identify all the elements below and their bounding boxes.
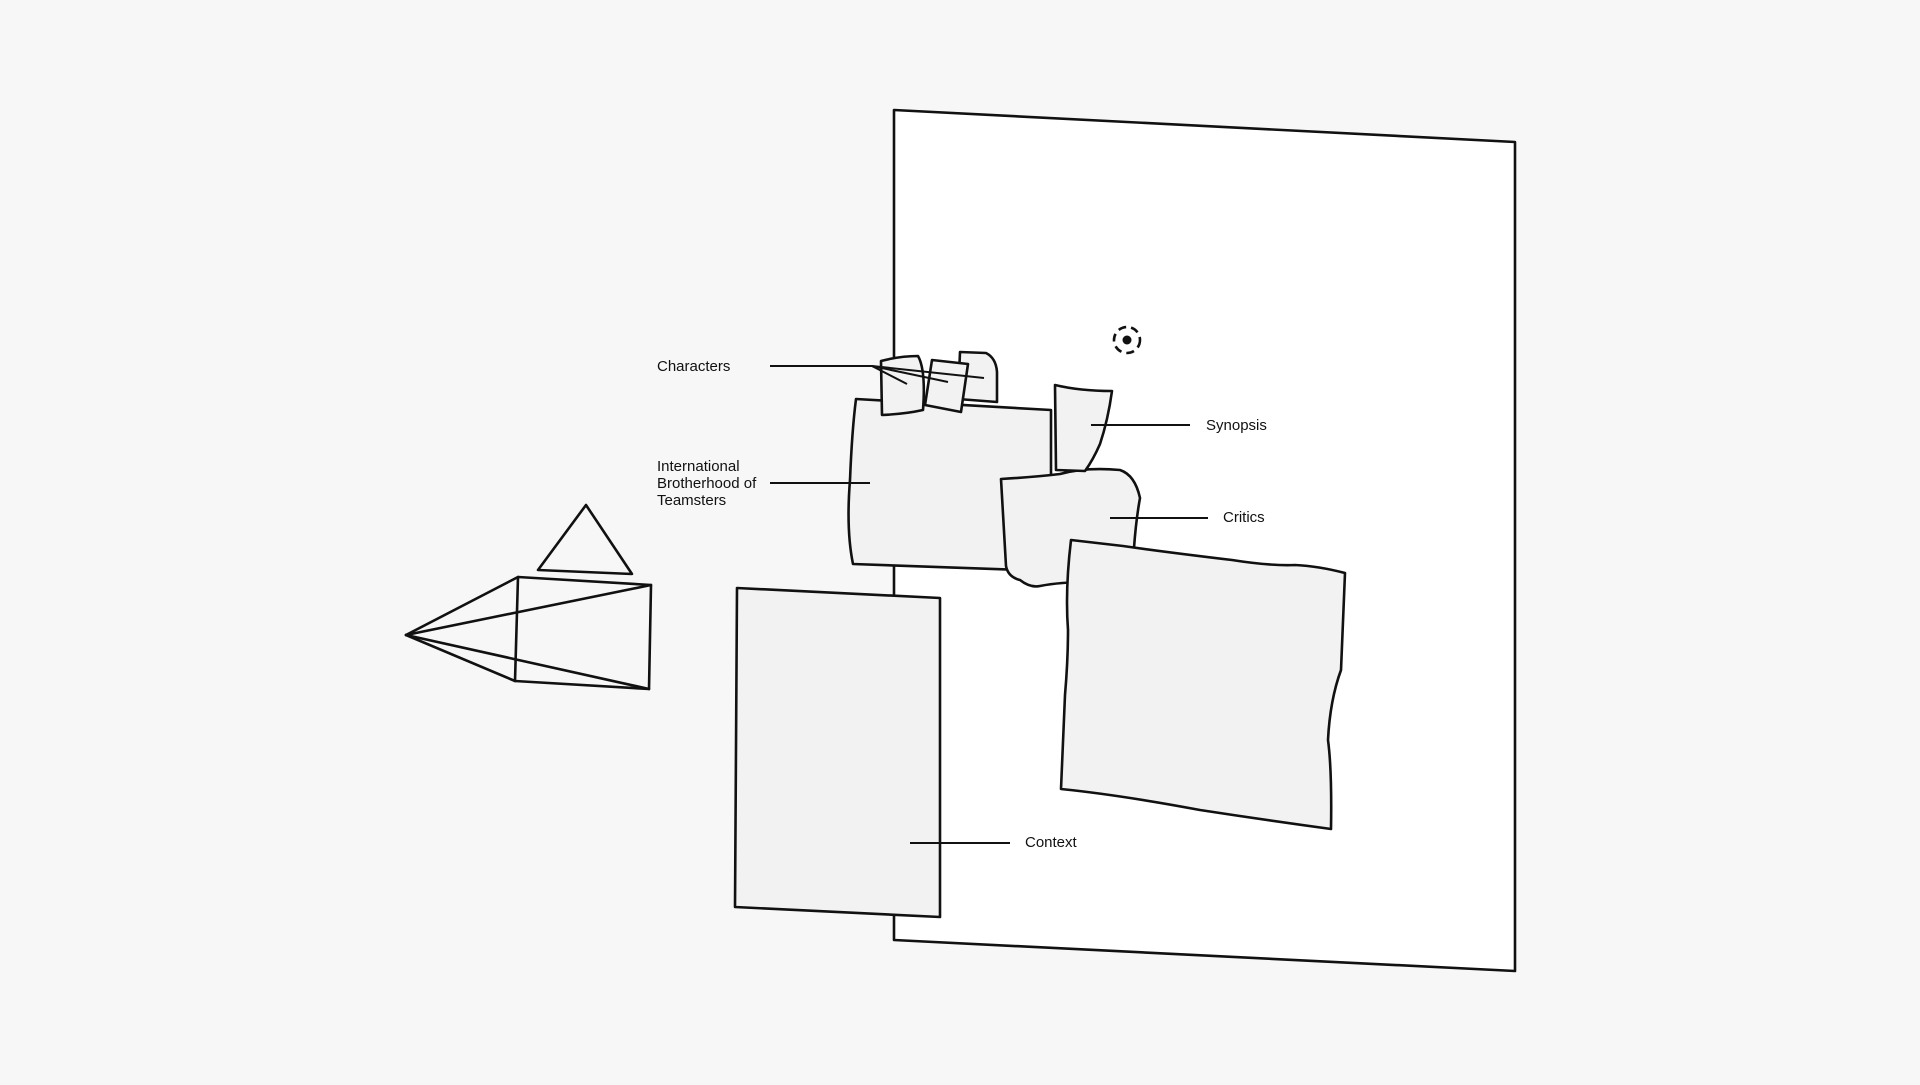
teamsters-card [847, 397, 1053, 573]
label-teamsters: International Brotherhood of Teamsters [657, 458, 757, 509]
label-synopsis: Synopsis [1206, 417, 1267, 434]
character-card-2 [923, 358, 970, 414]
context-card [733, 586, 942, 919]
leader-lines [770, 365, 1208, 844]
character-card-1 [879, 354, 926, 417]
focus-target-icon [1112, 325, 1142, 355]
camera-icon [404, 503, 653, 691]
label-context: Context [1025, 834, 1077, 851]
label-characters: Characters [657, 358, 731, 375]
label-critics: Critics [1223, 509, 1265, 526]
large-card [1059, 538, 1347, 831]
